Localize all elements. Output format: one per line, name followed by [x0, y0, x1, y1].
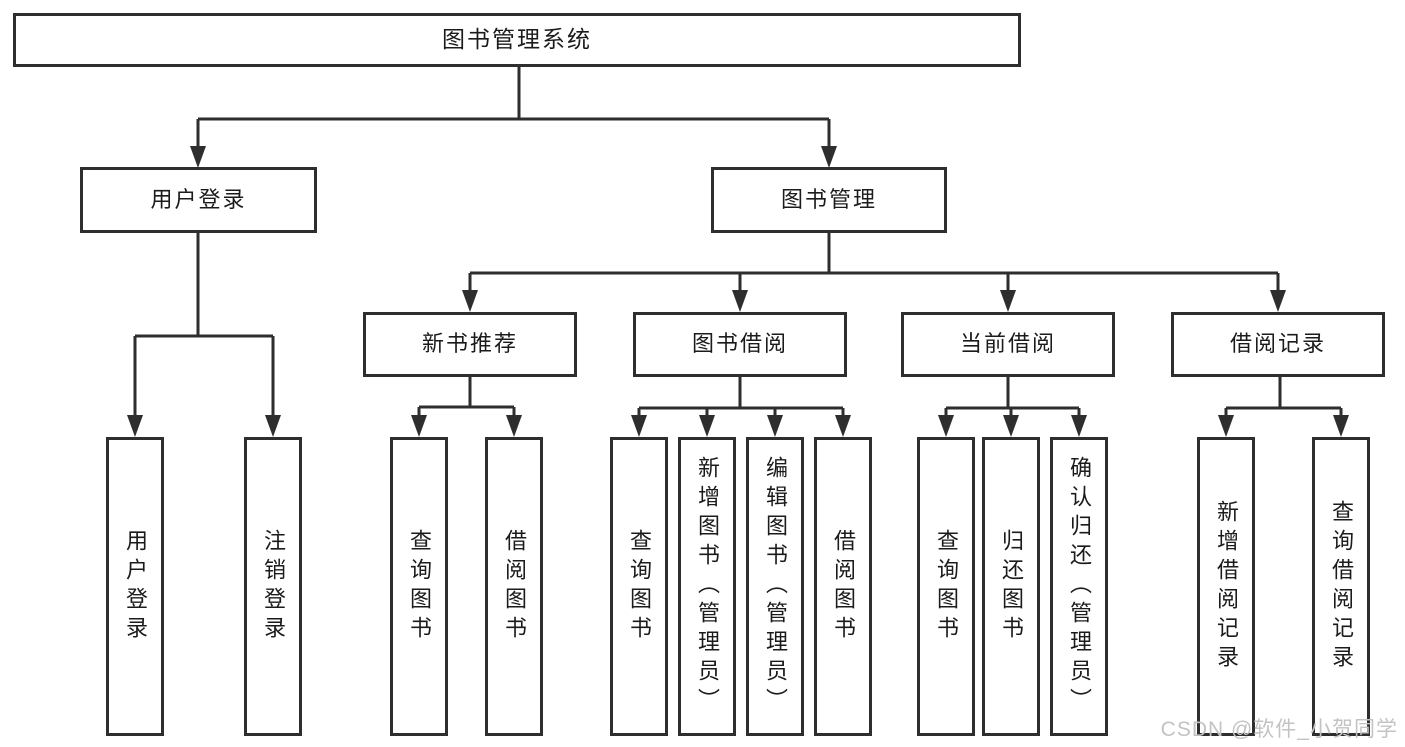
node-current-borrowing: 当前借阅: [901, 312, 1115, 377]
node-book-management: 图书管理: [711, 167, 947, 233]
connector-bookborrow-to-leaves: [637, 377, 845, 417]
leaf-confirm-return-admin: 确认归还（管理员）: [1050, 437, 1108, 736]
leaf-logout: 注销登录: [244, 437, 302, 736]
node-borrow-records: 借阅记录: [1171, 312, 1385, 377]
leaf-query-borrow-record: 查询借阅记录: [1312, 437, 1370, 736]
node-new-book-recommend: 新书推荐: [363, 312, 577, 377]
leaf-edit-book-admin: 编辑图书（管理员）: [746, 437, 804, 736]
leaf-user-login: 用户登录: [106, 437, 164, 736]
connector-records-to-leaves: [1224, 377, 1343, 417]
connector-newbooks-to-leaves: [417, 377, 516, 417]
connector-userlogin-to-leaves: [133, 233, 275, 417]
node-book-borrowing: 图书借阅: [633, 312, 847, 377]
leaf-borrow-query-book: 查询图书: [610, 437, 668, 736]
leaf-return-book: 归还图书: [982, 437, 1040, 736]
connector-bookmgmt-to-level3: [468, 233, 1280, 292]
connector-currentborrow-to-leaves: [944, 377, 1081, 417]
leaf-newbooks-borrow-book: 借阅图书: [485, 437, 543, 736]
connector-root-to-level2: [196, 67, 831, 148]
node-root: 图书管理系统: [13, 13, 1021, 67]
leaf-newbooks-query-book: 查询图书: [390, 437, 448, 736]
arrowheads: [127, 146, 1349, 437]
leaf-current-query-book: 查询图书: [917, 437, 975, 736]
leaf-add-book-admin: 新增图书（管理员）: [678, 437, 736, 736]
csdn-watermark: CSDN @软件_小贺同学: [1160, 718, 1398, 741]
leaf-borrow-book: 借阅图书: [814, 437, 872, 736]
node-user-login: 用户登录: [80, 167, 317, 233]
leaf-add-borrow-record: 新增借阅记录: [1197, 437, 1255, 736]
